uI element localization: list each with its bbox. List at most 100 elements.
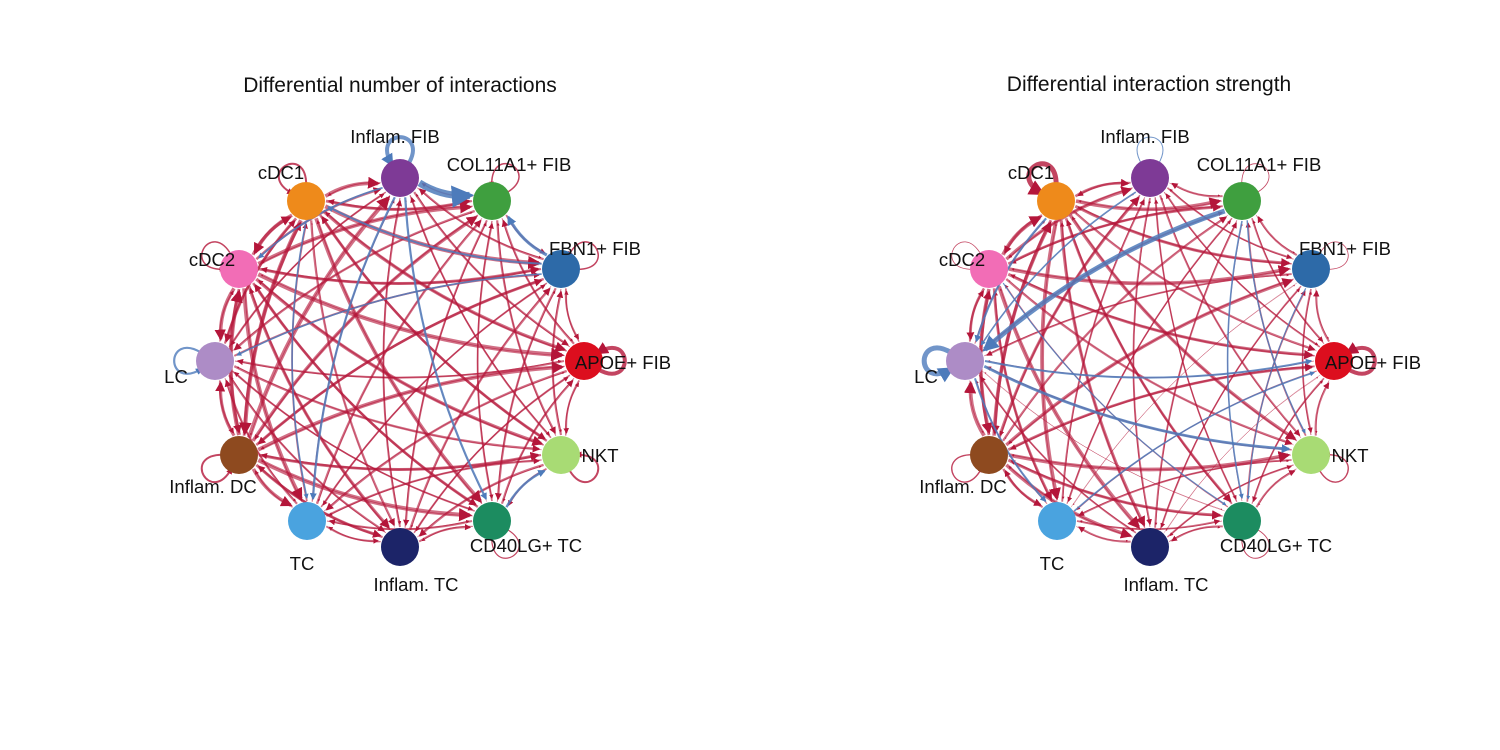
node-label-cdc2: cDC2 bbox=[189, 249, 235, 270]
node-label-col11a1-fib: COL11A1+ FIB bbox=[1197, 154, 1322, 175]
edge-cdc2-to-nkt bbox=[1005, 278, 1293, 446]
edge-nkt-to-apoe-fib bbox=[1314, 382, 1330, 436]
edge-nkt-to-cdc2 bbox=[1008, 280, 1294, 446]
edge-col11a1-fib-to-tc bbox=[1067, 217, 1233, 503]
edge-fbn1-fib-to-lc bbox=[236, 273, 542, 356]
edge-col11a1-fib-to-lc bbox=[982, 208, 1226, 352]
edge-nkt-to-inflam-fib bbox=[410, 196, 552, 439]
edge-cd40lg-tc-to-fbn1-fib bbox=[496, 290, 556, 502]
node-label-inflam-dc: Inflam. DC bbox=[169, 476, 256, 497]
edge-col11a1-fib-to-cdc1 bbox=[1078, 200, 1223, 210]
edge-nkt-to-col11a1-fib bbox=[1245, 222, 1307, 437]
edge-nkt-to-cdc2 bbox=[258, 279, 544, 446]
edge-col11a1-fib-to-inflam-fib bbox=[1171, 182, 1223, 198]
edge-inflam-tc-to-cd40lg-tc bbox=[418, 523, 472, 543]
self-loop-nkt bbox=[567, 451, 600, 483]
edge-apoe-fib-to-lc bbox=[236, 358, 565, 379]
node-cdc2 bbox=[970, 250, 1008, 288]
edge-inflam-fib-to-lc bbox=[980, 191, 1137, 346]
edge-tc-to-apoe-fib bbox=[1073, 371, 1316, 512]
edge-inflam-tc-to-tc bbox=[1078, 526, 1131, 543]
edge-apoe-fib-to-inflam-fib bbox=[1165, 193, 1321, 348]
node-inflam-dc bbox=[220, 436, 258, 474]
edge-fbn1-fib-to-col11a1-fib bbox=[507, 215, 548, 257]
node-tc bbox=[1038, 502, 1076, 540]
edge-cd40lg-tc-to-lc bbox=[234, 371, 475, 512]
edge-tc-to-col11a1-fib bbox=[1066, 220, 1232, 504]
edge-inflam-tc-to-nkt bbox=[417, 465, 542, 538]
edge-col11a1-fib-to-inflam-tc bbox=[1154, 220, 1238, 526]
edge-apoe-fib-to-cdc2 bbox=[260, 274, 565, 357]
self-loop-cdc1 bbox=[1026, 161, 1059, 196]
edge-tc-to-col11a1-fib bbox=[315, 219, 482, 505]
edge-inflam-tc-to-cd40lg-tc bbox=[1168, 525, 1221, 542]
edge-nkt-to-col11a1-fib bbox=[496, 222, 557, 436]
edge-inflam-dc-to-cdc1 bbox=[242, 221, 302, 436]
edge-inflam-tc-to-nkt bbox=[1166, 465, 1292, 538]
node-label-cdc1: cDC1 bbox=[1008, 162, 1054, 183]
edge-inflam-dc-to-col11a1-fib bbox=[1002, 216, 1228, 442]
node-label-apoe-fib: APOE+ FIB bbox=[575, 352, 671, 373]
self-loop-col11a1-fib bbox=[489, 162, 520, 195]
node-label-nkt: NKT bbox=[582, 445, 619, 466]
self-loop-cd40lg-tc bbox=[1241, 528, 1270, 559]
edge-fbn1-fib-to-cdc1 bbox=[1077, 206, 1292, 265]
node-inflam-tc bbox=[1131, 528, 1169, 566]
edge-inflam-tc-to-lc bbox=[980, 376, 1137, 534]
node-cdc1 bbox=[287, 182, 325, 220]
edge-col11a1-fib-to-cd40lg-tc bbox=[1226, 220, 1244, 500]
edge-nkt-to-cdc1 bbox=[1071, 216, 1298, 442]
node-label-nkt: NKT bbox=[1332, 445, 1369, 466]
node-inflam-tc bbox=[381, 528, 419, 566]
self-loop-fbn1-fib bbox=[1318, 241, 1349, 270]
node-apoe-fib bbox=[565, 342, 603, 380]
edge-inflam-tc-to-tc bbox=[328, 526, 381, 543]
self-loop-cdc2 bbox=[951, 241, 982, 271]
node-col11a1-fib bbox=[1223, 182, 1261, 220]
edge-lc-to-fbn1-fib bbox=[984, 273, 1290, 357]
self-loop-inflam-fib bbox=[381, 135, 415, 167]
node-label-tc: TC bbox=[1040, 553, 1065, 574]
edge-fbn1-fib-to-inflam-dc bbox=[257, 277, 545, 445]
edge-tc-to-inflam-fib bbox=[1061, 199, 1145, 502]
node-label-lc: LC bbox=[914, 366, 938, 387]
edge-cdc1-to-inflam-fib bbox=[1074, 178, 1130, 198]
edge-inflam-tc-to-col11a1-fib bbox=[1154, 222, 1237, 528]
edge-cd40lg-tc-to-apoe-fib bbox=[500, 379, 574, 505]
node-inflam-dc bbox=[970, 436, 1008, 474]
self-loop-apoe-fib bbox=[1345, 342, 1377, 376]
edge-cd40lg-tc-to-cdc1 bbox=[1066, 219, 1233, 505]
edge-nkt-to-cdc1 bbox=[321, 215, 548, 442]
edge-lc-to-cdc2 bbox=[968, 290, 985, 342]
self-loop-lc bbox=[921, 345, 955, 383]
panel-title: Differential interaction strength bbox=[1007, 73, 1291, 96]
edge-cdc1-to-inflam-fib bbox=[324, 176, 381, 198]
edge-lc-to-apoe-fib bbox=[984, 358, 1313, 379]
edge-tc-to-inflam-dc bbox=[254, 470, 293, 508]
edge-inflam-dc-to-inflam-fib bbox=[247, 195, 391, 439]
self-loop-inflam-dc bbox=[200, 453, 233, 483]
node-layer bbox=[946, 159, 1353, 566]
edge-cdc1-to-tc bbox=[291, 220, 309, 500]
edge-cdc2-to-cdc1 bbox=[1001, 215, 1043, 256]
edge-cd40lg-tc-to-cdc2 bbox=[254, 283, 479, 508]
node-lc bbox=[946, 342, 984, 380]
self-loop-cdc2 bbox=[201, 241, 233, 272]
panel-differential-count: Differential number of interactions Infl… bbox=[164, 74, 671, 595]
edge-nkt-to-inflam-dc bbox=[260, 452, 542, 471]
edge-cdc2-to-cd40lg-tc bbox=[1002, 282, 1227, 506]
node-label-cdc1: cDC1 bbox=[258, 162, 304, 183]
node-label-inflam-fib: Inflam. FIB bbox=[350, 126, 439, 147]
node-label-inflam-dc: Inflam. DC bbox=[919, 476, 1006, 497]
self-loop-inflam-dc bbox=[951, 453, 983, 483]
edge-fbn1-fib-to-col11a1-fib bbox=[1257, 215, 1298, 256]
node-apoe-fib bbox=[1315, 342, 1353, 380]
node-label-cd40lg-tc: CD40LG+ TC bbox=[1220, 535, 1332, 556]
edge-nkt-to-fbn1-fib bbox=[1302, 291, 1312, 436]
edge-nkt-to-cd40lg-tc bbox=[1258, 468, 1297, 506]
edge-inflam-fib-to-cd40lg-tc bbox=[404, 197, 487, 501]
self-loop-apoe-fib bbox=[595, 342, 627, 376]
edge-cd40lg-tc-to-inflam-fib bbox=[1154, 199, 1238, 503]
node-label-inflam-tc: Inflam. TC bbox=[1124, 574, 1209, 595]
edge-inflam-tc-to-cdc1 bbox=[1060, 222, 1146, 529]
